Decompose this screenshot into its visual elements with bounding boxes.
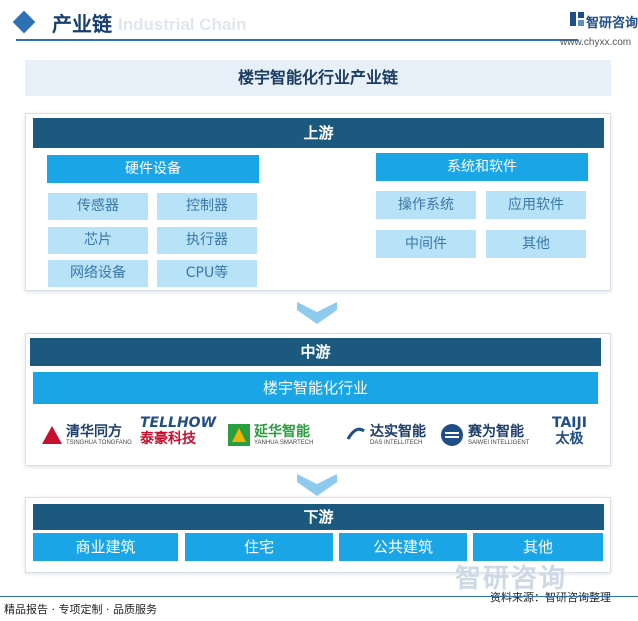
header-divider — [16, 39, 578, 41]
hardware-item: 芯片 — [48, 227, 148, 254]
software-category: 系统和软件 — [376, 153, 588, 181]
software-item: 操作系统 — [376, 191, 476, 219]
brand-name: 智研咨询 — [586, 16, 638, 31]
company-name-cn: 赛为智能 — [468, 424, 524, 440]
midstream-industry: 楼宇智能化行业 — [33, 372, 598, 404]
company-name-en: TELLHOW — [140, 415, 217, 431]
saiwei-logo-icon — [441, 424, 463, 446]
software-item: 其他 — [486, 230, 586, 258]
page-title: 产业链 — [52, 12, 112, 36]
software-item: 应用软件 — [486, 191, 586, 219]
company-name-cn: 泰豪科技 — [140, 431, 196, 447]
downstream-header: 下游 — [33, 504, 604, 530]
company-logo-taiji: TAIJI 太极 — [552, 415, 587, 455]
downstream-item: 住宅 — [185, 533, 333, 561]
footer-divider — [0, 596, 638, 597]
hardware-item: 控制器 — [157, 193, 257, 220]
flow-arrow-icon — [297, 302, 337, 324]
hardware-item: CPU等 — [157, 260, 257, 287]
midstream-header: 中游 — [30, 338, 601, 366]
header-subtitle-en: Industrial Chain — [118, 15, 247, 34]
company-name-en: TAIJI — [552, 415, 587, 431]
downstream-item: 商业建筑 — [33, 533, 178, 561]
hardware-item: 网络设备 — [48, 260, 148, 287]
company-name-cn: 延华智能 — [254, 424, 310, 440]
downstream-item: 其他 — [473, 533, 603, 561]
watermark-brand: 智研咨询 — [455, 564, 568, 594]
company-logo-tellhow: TELLHOW 泰豪科技 — [140, 415, 216, 455]
footer-tagline: 精品报告 · 专项定制 · 品质服务 — [4, 603, 157, 616]
header-diamond-icon — [12, 10, 36, 34]
company-name-en: DAS INTELLITECH — [370, 440, 423, 446]
yanhua-logo-icon — [228, 424, 250, 446]
brand-logo-icon — [570, 12, 584, 26]
software-item: 中间件 — [376, 230, 476, 258]
brand-url[interactable]: www.chyxx.com — [560, 37, 632, 48]
downstream-item: 公共建筑 — [339, 533, 467, 561]
company-name-cn: 清华同方 — [66, 424, 122, 440]
company-name-en: YANHUA SMARTECH — [254, 440, 314, 446]
hardware-category: 硬件设备 — [47, 155, 259, 183]
company-name-cn: 太极 — [555, 431, 584, 447]
das-logo-icon — [346, 427, 365, 440]
source-note: 资料来源：智研咨询整理 — [490, 591, 611, 604]
tsinghua-logo-icon — [42, 426, 62, 444]
company-name-en: SAIWEI INTELLIGENT — [468, 440, 530, 446]
company-name-cn: 达实智能 — [370, 424, 426, 440]
flow-arrow-icon — [297, 474, 337, 496]
diagram-title: 楼宇智能化行业产业链 — [25, 60, 611, 96]
company-name-en: TSINGHUA TONGFANG — [66, 440, 132, 446]
hardware-item: 执行器 — [157, 227, 257, 254]
hardware-item: 传感器 — [48, 193, 148, 220]
upstream-header: 上游 — [33, 118, 604, 148]
